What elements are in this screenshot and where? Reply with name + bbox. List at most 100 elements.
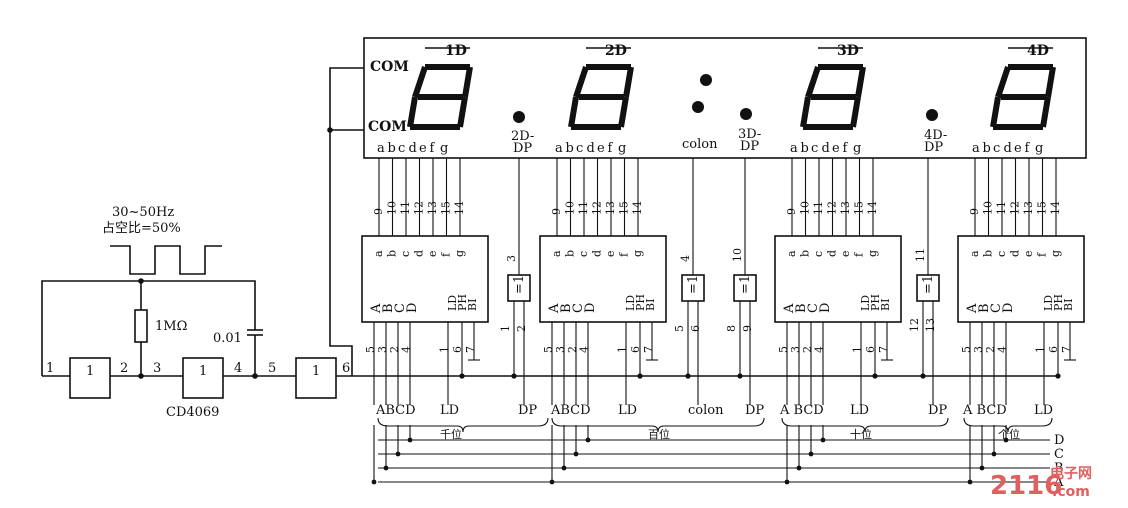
dp-4d-label-1: 4D- bbox=[924, 128, 947, 143]
segment-letter-a: a bbox=[555, 141, 563, 156]
decoder-in-pin: 7 bbox=[642, 346, 655, 353]
group-name: 百位 bbox=[648, 427, 670, 441]
buffer-box bbox=[733, 274, 757, 302]
decoder-out-letter: c bbox=[399, 251, 412, 257]
decoder-box bbox=[539, 235, 667, 323]
decoder-in-letter: A bbox=[369, 303, 384, 314]
buffer-pin: 3 bbox=[505, 255, 518, 262]
decoder-out-letter: g bbox=[1049, 250, 1062, 257]
decoder-out-pin: 10 bbox=[799, 201, 812, 215]
decoder-in-pin: 7 bbox=[877, 346, 890, 353]
ic-label: CD4069 bbox=[166, 405, 219, 420]
decoder-in-pin: 5 bbox=[364, 346, 377, 353]
group-brace bbox=[551, 417, 765, 433]
buffer-pin: 13 bbox=[924, 318, 937, 332]
decoder-in-letter: D bbox=[818, 303, 833, 313]
group-signals: A BCD bbox=[962, 403, 1007, 418]
buffer-pin: 10 bbox=[731, 248, 744, 262]
group-signals: ABCD bbox=[375, 403, 416, 418]
segment-letter-f: f bbox=[430, 141, 436, 156]
decoder-ctrl-letter: LD bbox=[859, 295, 872, 311]
buffer-pin: 8 bbox=[725, 325, 738, 332]
com-wire bbox=[329, 67, 364, 376]
digit-3: 3D bbox=[800, 43, 866, 130]
group-name: 千位 bbox=[440, 427, 462, 441]
buffer-pin: 6 bbox=[689, 325, 702, 332]
decoder-ctrl-letter: PH bbox=[456, 294, 469, 311]
decoder-in-pin: 2 bbox=[566, 346, 579, 353]
decoder-in-pin: 6 bbox=[629, 346, 642, 353]
decoder-out-letter: e bbox=[839, 250, 852, 257]
decoder-out-letter: f bbox=[1036, 252, 1049, 257]
bus-label: D bbox=[1054, 433, 1064, 448]
dp-2d-dot bbox=[513, 111, 525, 123]
watermark-cn: 电子网 bbox=[1050, 465, 1092, 482]
decoder-in-letter: C bbox=[571, 303, 586, 313]
decoder-out-letter: c bbox=[812, 251, 825, 257]
decoder-in-letter: B bbox=[559, 303, 574, 313]
dp-3d-label-1: 3D- bbox=[738, 127, 761, 142]
decoder-ctrl-letter: LD bbox=[446, 295, 459, 311]
decoder-out-pin: 14 bbox=[1049, 201, 1062, 215]
group-name: 十位 bbox=[850, 427, 872, 441]
buffer-pin: 4 bbox=[679, 255, 692, 262]
decoder-out-pin: 15 bbox=[440, 201, 453, 215]
decoder-in-pin: 3 bbox=[972, 346, 985, 353]
svg-text:4: 4 bbox=[234, 361, 242, 376]
segment-letter-d: d bbox=[587, 141, 595, 156]
decoder-in-pin: 4 bbox=[578, 346, 591, 353]
resistor-label: 1MΩ bbox=[155, 319, 187, 334]
bus-label: C bbox=[1054, 447, 1064, 462]
digit-3-label: 3D bbox=[837, 43, 859, 59]
svg-text:6: 6 bbox=[342, 361, 350, 376]
bus-label: A bbox=[1053, 475, 1064, 490]
decoder-box bbox=[774, 235, 902, 323]
decoder-in-letter: A bbox=[547, 303, 562, 314]
decoder-in-letter: C bbox=[393, 303, 408, 313]
buffer-pin: 1 bbox=[499, 325, 512, 332]
decoder-out-pin: 14 bbox=[631, 201, 644, 215]
decoder-in-pin: 5 bbox=[542, 346, 555, 353]
dp-3d-dot bbox=[740, 108, 752, 120]
decoder-in-pin: 3 bbox=[376, 346, 389, 353]
decoder-out-pin: 10 bbox=[564, 201, 577, 215]
group-extra: DP bbox=[928, 403, 947, 418]
colon-dot-top bbox=[700, 74, 712, 86]
group-extra: colon bbox=[688, 403, 724, 418]
square-wave bbox=[110, 245, 222, 275]
segment-letter-e: e bbox=[1014, 141, 1022, 156]
decoder-out-pin: 9 bbox=[785, 208, 798, 215]
decoder-out-letter: g bbox=[631, 250, 644, 257]
group-extra2: DP bbox=[745, 403, 764, 418]
segment-letter-g: g bbox=[853, 141, 861, 156]
group-name: 个位 bbox=[998, 427, 1020, 441]
decoder-in-pin: 5 bbox=[960, 346, 973, 353]
group-extra: DP bbox=[518, 403, 537, 418]
decoder-out-letter: a bbox=[372, 250, 385, 257]
decoder-ctrl-letter: PH bbox=[1052, 294, 1065, 311]
gate-1 bbox=[69, 357, 111, 399]
segment-letter-a: a bbox=[972, 141, 980, 156]
colon-label: colon bbox=[682, 137, 718, 152]
buffer-pin: 11 bbox=[914, 248, 927, 262]
svg-text:2: 2 bbox=[120, 361, 128, 376]
decoder-out-letter: a bbox=[785, 250, 798, 257]
decoder-out-pin: 12 bbox=[826, 201, 839, 215]
decoder-out-letter: a bbox=[968, 250, 981, 257]
svg-text:5: 5 bbox=[268, 361, 276, 376]
resistor bbox=[134, 309, 148, 343]
decoder-out-pin: 13 bbox=[604, 201, 617, 215]
decoder-out-pin: 11 bbox=[812, 201, 825, 215]
svg-text:1: 1 bbox=[46, 361, 54, 376]
decoder-in-pin: 1 bbox=[616, 346, 629, 353]
segment-letter-c: c bbox=[398, 141, 405, 156]
decoder-out-letter: b bbox=[386, 250, 399, 257]
colon-dot-bottom bbox=[692, 101, 704, 113]
segment-letter-f: f bbox=[1025, 141, 1031, 156]
